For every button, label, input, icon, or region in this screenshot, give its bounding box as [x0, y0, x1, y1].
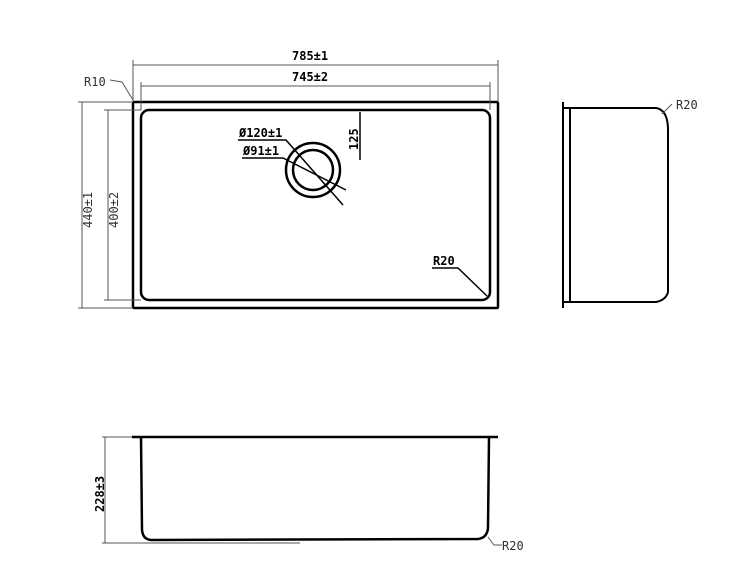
- dim-drain-inner: Ø91±1: [242, 144, 279, 158]
- dim-inner-width: 400±2: [107, 192, 121, 228]
- dim-overall-length: 785±1: [292, 49, 328, 63]
- dim-radius-r10: R10: [84, 75, 106, 89]
- side-view: [562, 102, 673, 308]
- dim-depth: 228±3: [93, 476, 107, 512]
- dim-inner-length: 745±2: [292, 70, 328, 84]
- front-radius: R20: [502, 539, 524, 553]
- dim-drain-offset: 125: [347, 128, 361, 150]
- inner-bowl: [139, 108, 492, 302]
- top-view: [78, 60, 500, 310]
- side-radius: R20: [676, 98, 698, 112]
- dim-drain-outer: Ø120±1: [238, 126, 282, 140]
- drain-inner-circle: [291, 148, 335, 192]
- dim-inner-radius: R20: [433, 254, 455, 268]
- outer-rim: [131, 100, 500, 310]
- front-view: [102, 435, 502, 546]
- drain-outer-circle: [284, 141, 342, 199]
- dim-overall-width: 440±1: [81, 192, 95, 228]
